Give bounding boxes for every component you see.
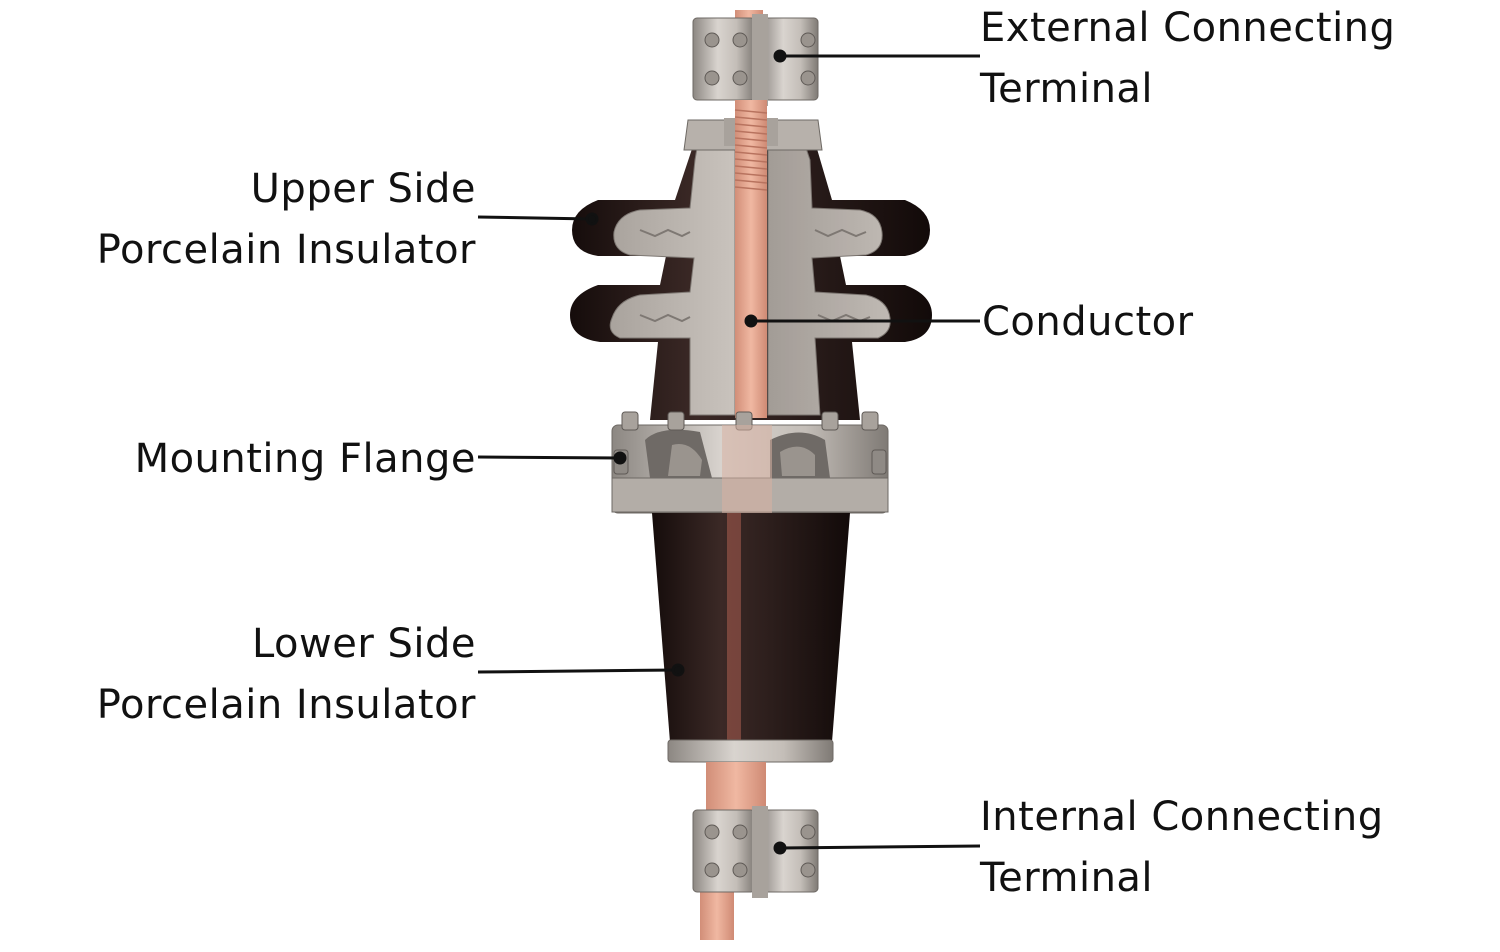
lower-insulator-graphic [652, 513, 850, 763]
leader-internal-terminal [779, 844, 981, 850]
label-upper-insulator-line1: Upper Side [250, 166, 476, 212]
leader-upper-insulator [477, 215, 593, 221]
leader-dot-conductor [744, 314, 758, 328]
label-conductor: Conductor [982, 292, 1194, 353]
label-mounting-flange-text: Mounting Flange [134, 436, 476, 482]
label-mounting-flange: Mounting Flange [135, 429, 476, 490]
label-conductor-text: Conductor [982, 299, 1194, 345]
conductor-graphic [724, 100, 778, 418]
label-lower-insulator: Lower Side Porcelain Insulator [97, 614, 476, 736]
label-external-terminal: External Connecting Terminal [980, 0, 1395, 120]
leader-dot-internal-terminal [773, 841, 787, 855]
label-external-terminal-line1: External Connecting [980, 5, 1396, 51]
leader-dot-mounting-flange [613, 451, 627, 465]
label-upper-insulator: Upper Side Porcelain Insulator [97, 159, 476, 281]
external-terminal-graphic [692, 10, 819, 110]
label-external-terminal-line2: Terminal [980, 66, 1154, 112]
leader-dot-upper-insulator [585, 212, 599, 226]
leader-lines [477, 49, 981, 855]
label-internal-terminal-line2: Terminal [980, 855, 1154, 901]
leader-mounting-flange [477, 455, 621, 460]
internal-terminal-graphic [692, 762, 819, 940]
label-lower-insulator-line1: Lower Side [251, 621, 476, 667]
label-internal-terminal: Internal Connecting Terminal [980, 787, 1384, 909]
leader-dot-external-terminal [773, 49, 787, 63]
label-upper-insulator-line2: Porcelain Insulator [96, 227, 476, 273]
mounting-flange-graphic [611, 411, 889, 514]
leader-dot-lower-insulator [671, 663, 685, 677]
leader-lower-insulator [477, 668, 679, 674]
label-lower-insulator-line2: Porcelain Insulator [96, 682, 476, 728]
label-internal-terminal-line1: Internal Connecting [980, 794, 1384, 840]
